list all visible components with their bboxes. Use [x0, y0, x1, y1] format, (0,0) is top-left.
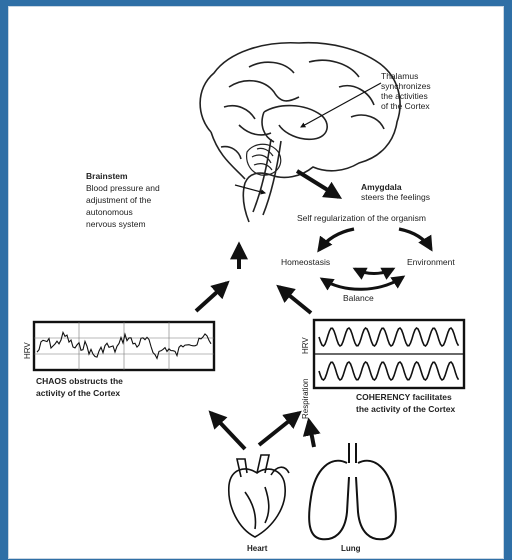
- amygdala-arrow: [297, 171, 339, 197]
- diagram-canvas: Thalamus synchronizes the activities of …: [9, 7, 505, 560]
- coherency-chart: [314, 320, 464, 388]
- lung-illustration: [309, 443, 396, 539]
- arrow-heart-to-coherency: [259, 413, 299, 445]
- arrow-heart-to-chaos: [211, 413, 245, 449]
- diagram-panel: Thalamus synchronizes the activities of …: [8, 6, 504, 559]
- thalamus-label: Thalamus synchronizes the activities of …: [381, 71, 433, 111]
- respiration-label: Respiration: [301, 379, 310, 419]
- arrow-coherency-up: [279, 287, 311, 313]
- balance-arrow-top: [355, 269, 393, 274]
- heart-illustration: [229, 455, 289, 537]
- heart-label: Heart: [247, 544, 268, 553]
- chaos-caption: CHAOS obstructs the activity of the Cort…: [36, 376, 125, 398]
- arrow-lung-to-coherency: [309, 421, 314, 447]
- arrow-chaos-up: [196, 283, 227, 311]
- homeostasis-label: Homeostasis: [281, 257, 330, 267]
- cycle-arrow-right: [399, 229, 431, 249]
- balance-arrow-bottom: [322, 277, 403, 289]
- amygdala-title: Amygdala: [361, 182, 402, 192]
- brainstem-description: Blood pressure and adjustment of the aut…: [86, 183, 162, 229]
- hrv-right-label: HRV: [301, 337, 310, 354]
- brainstem-title: Brainstem: [86, 171, 128, 181]
- self-regulation-label: Self regularization of the organism: [297, 213, 426, 223]
- amygdala-description: steers the feelings: [361, 192, 430, 202]
- environment-label: Environment: [407, 257, 455, 267]
- cycle-arrow-left: [319, 229, 354, 250]
- coherency-caption: COHERENCY facilitates the activity of th…: [356, 392, 455, 414]
- thalamus-pointer: [301, 83, 381, 127]
- lung-label: Lung: [341, 544, 361, 553]
- hrv-left-label: HRV: [23, 342, 32, 359]
- chaos-hrv-chart: [34, 322, 214, 370]
- balance-label: Balance: [343, 293, 374, 303]
